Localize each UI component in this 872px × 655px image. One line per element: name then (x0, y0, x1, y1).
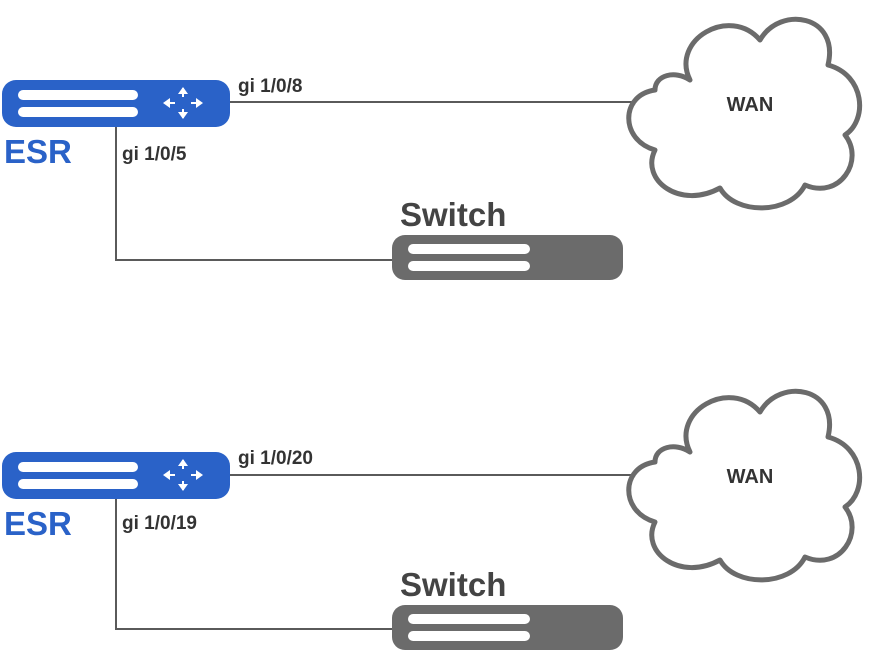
switch-link (115, 124, 398, 261)
switch-slot-top (408, 614, 530, 624)
topology-2: WAN ESR gi 1/0/20 gi 1/0/19 Switch (2, 388, 862, 650)
switch-device: Switch (392, 196, 623, 280)
lan-port-label: gi 1/0/19 (122, 513, 197, 534)
topology-1: WAN ESR gi 1/0/8 (2, 16, 862, 280)
wan-cloud: WAN (626, 16, 862, 211)
router-slot-top (18, 462, 138, 472)
wan-port-label: gi 1/0/8 (238, 76, 302, 97)
router-arrows-icon (163, 87, 203, 119)
switch-slot-top (408, 244, 530, 254)
router-slot-bottom (18, 107, 138, 117)
switch-body (392, 605, 623, 650)
esr-router: ESR (2, 80, 230, 170)
wan-cloud: WAN (626, 388, 862, 583)
switch-label: Switch (400, 196, 506, 233)
switch-link (115, 497, 398, 630)
switch-device: Switch (392, 566, 623, 650)
router-slot-bottom (18, 479, 138, 489)
switch-label: Switch (400, 566, 506, 603)
router-slot-top (18, 90, 138, 100)
router-label: ESR (4, 133, 72, 170)
switch-slot-bottom (408, 631, 530, 641)
switch-body (392, 235, 623, 280)
router-arrows-icon (163, 459, 203, 491)
wan-port-label: gi 1/0/20 (238, 448, 313, 469)
router-label: ESR (4, 505, 72, 542)
lan-port-label: gi 1/0/5 (122, 144, 187, 165)
wan-label: WAN (727, 466, 774, 488)
wan-label: WAN (727, 94, 774, 116)
switch-slot-bottom (408, 261, 530, 271)
esr-router: ESR (2, 452, 230, 542)
